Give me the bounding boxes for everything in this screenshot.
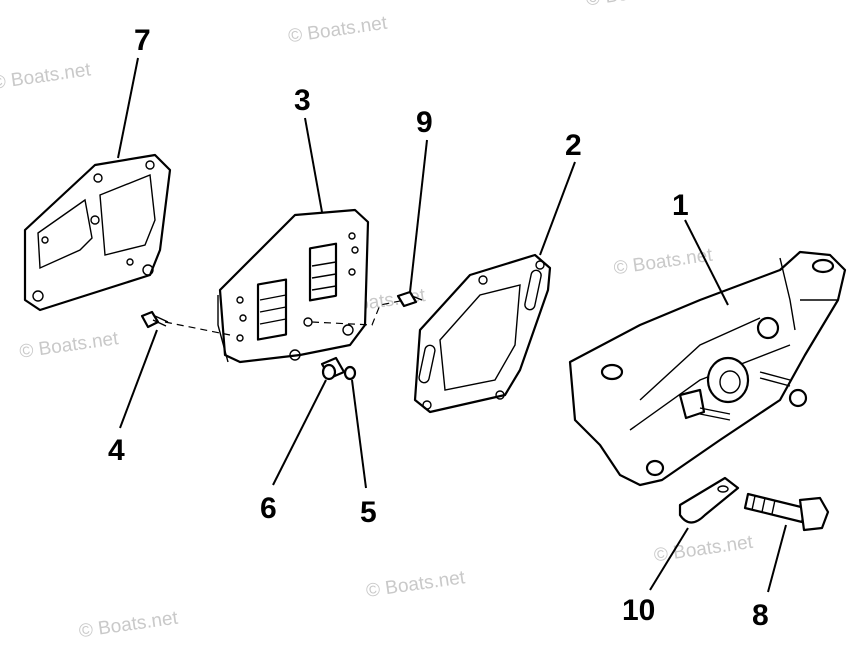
part-9-screw	[396, 290, 423, 308]
watermark-top-center: © Boats.net	[287, 13, 389, 48]
watermark-bottom-center: © Boats.net	[365, 567, 467, 602]
watermark-top-right: © Boats.net	[585, 0, 687, 11]
leader-8	[767, 524, 787, 593]
leader-3	[304, 117, 323, 213]
leader-6	[272, 379, 327, 486]
leader-lines	[117, 57, 787, 593]
leader-10	[649, 527, 689, 591]
callout-3: 3	[294, 84, 311, 117]
part-8-bolt	[743, 492, 830, 532]
part-5-ring	[343, 365, 357, 381]
part-6-plug	[320, 356, 346, 381]
leader-1	[684, 219, 729, 306]
part-7-gasket	[23, 153, 172, 312]
callout-5: 5	[360, 496, 377, 529]
callout-9: 9	[416, 106, 433, 139]
callout-1: 1	[672, 189, 689, 222]
part-3-reed-plate	[217, 208, 370, 364]
part-4-screw	[140, 310, 169, 329]
callout-8: 8	[752, 599, 769, 632]
callout-10: 10	[622, 594, 655, 627]
callout-6: 6	[260, 492, 277, 525]
part-2-gasket	[413, 253, 552, 414]
leader-2	[539, 161, 576, 256]
watermark-mid-left: © Boats.net	[18, 328, 120, 363]
part-10-clip	[678, 476, 740, 524]
leader-4	[119, 329, 158, 429]
alignment-line-bolt	[311, 299, 406, 326]
part-1-housing	[568, 250, 847, 487]
callout-7: 7	[134, 24, 151, 57]
leader-5	[351, 379, 367, 489]
watermark-bottom-left: © Boats.net	[78, 608, 180, 643]
watermark-top-left: © Boats.net	[0, 59, 93, 94]
leader-9	[409, 139, 428, 293]
callout-2: 2	[565, 129, 582, 162]
callout-4: 4	[108, 434, 125, 467]
leader-7	[117, 57, 139, 159]
